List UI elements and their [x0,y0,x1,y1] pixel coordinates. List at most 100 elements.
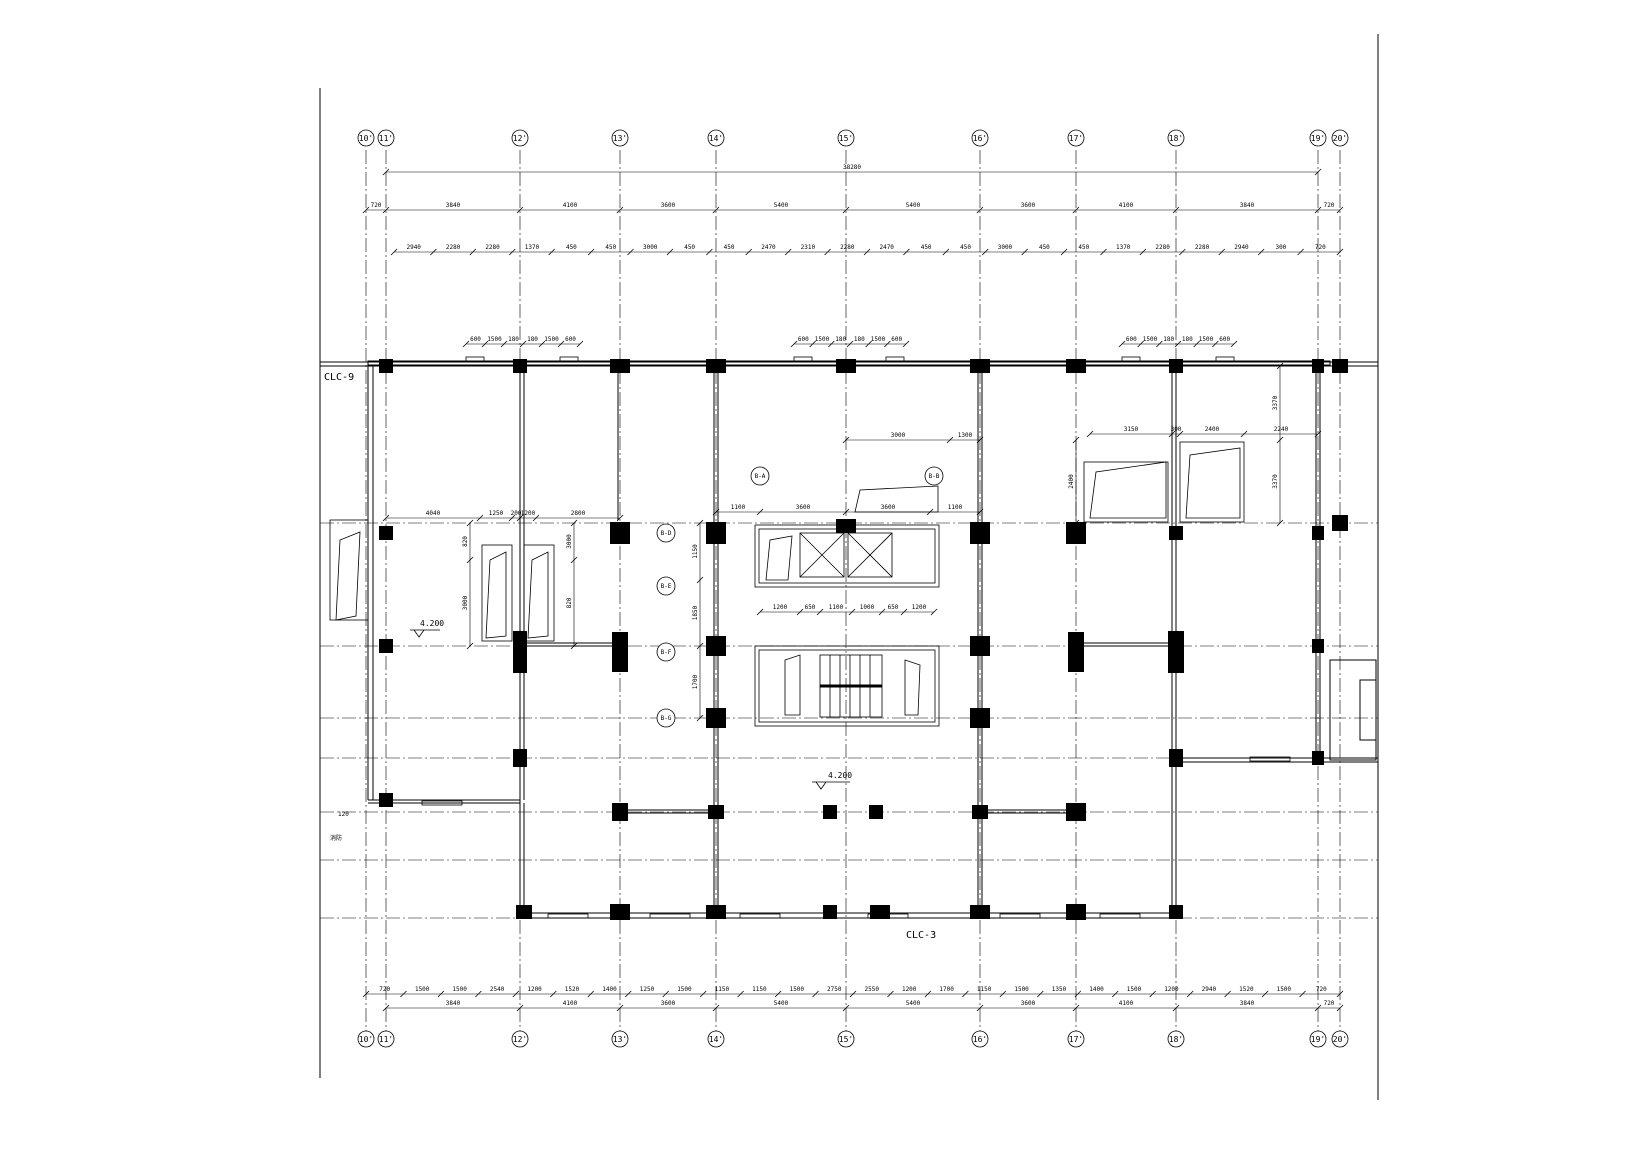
dimension-text: 1520 [1239,986,1254,993]
dimension-text: 2280 [485,244,500,251]
column [1312,359,1324,373]
dimension-text: 3600 [661,1000,676,1007]
column [513,631,527,673]
dimension-text: 650 [888,604,899,611]
axis-label: 15' [839,134,853,143]
dimension-text: 1200 [773,604,788,611]
column [1066,904,1086,920]
dimension-text: 450 [684,244,695,251]
dimension-text: 2470 [761,244,776,251]
core-grid-label: B-F [661,649,672,656]
dimension-text: 600 [470,336,481,343]
dimension-text: 3370 [1272,474,1279,489]
dimension-text: 3840 [1240,1000,1255,1007]
drawing-labels: CLC-9 CLC-3 4.200 4.200 120 消防 [324,372,936,941]
column [970,522,990,544]
column [1312,751,1324,765]
dimension-text: 1500 [1277,986,1292,993]
dimension-text: 450 [566,244,577,251]
core-grid-bubble: B-D [656,523,676,543]
dimension-text: 720 [1324,1000,1335,1007]
axis-bubble-top: 19' [1309,129,1327,147]
axis-bubble-bottom: 15' [837,1030,855,1048]
dimension-text: 1150 [752,986,767,993]
column [970,636,990,656]
dimension-text: 1700 [692,674,699,689]
dimension-text: 180 [1163,336,1174,343]
column [1332,359,1348,373]
exterior-walls [320,360,1378,919]
dimension-text: 2540 [490,986,505,993]
axis-label: 11' [379,1035,393,1044]
column [610,904,630,920]
column [612,632,628,672]
axis-label: 12' [513,134,527,143]
dimension-text: 1370 [525,244,540,251]
side-note: 消防 [330,834,342,842]
dimension-text: 1150 [715,986,730,993]
dimension-text: 3370 [1272,395,1279,410]
core-grid-bubble: B-G [656,708,676,728]
column [706,636,726,656]
axis-label: 10' [359,134,373,143]
dimension-text: 1500 [1143,336,1158,343]
column [1169,359,1183,373]
column [610,522,630,544]
dimension-text: 3600 [796,504,811,511]
dimension-text: 4100 [563,202,578,209]
dimension-text: 2940 [406,244,421,251]
axis-label: 17' [1069,1035,1083,1044]
core-grid-bubble: B-F [656,642,676,662]
axis-bubble-bottom: 19' [1309,1030,1327,1048]
axis-label: 12' [513,1035,527,1044]
dimension-text: 1000 [860,604,875,611]
core-grid-label: B-E [661,583,672,590]
dimension-text: 450 [605,244,616,251]
dimension-text: 600 [1126,336,1137,343]
dimension-text: 4040 [426,510,441,517]
dimension-text: 1370 [1116,244,1131,251]
dimension-text: 1150 [692,544,699,559]
axis-label: 19' [1311,134,1325,143]
dimension-text: 2940 [1234,244,1249,251]
dimension-text: 2280 [446,244,461,251]
axis-bubble-bottom: 17' [1067,1030,1085,1048]
axis-label: 14' [709,1035,723,1044]
dimension-text: 3840 [446,202,461,209]
dimension-text: 3600 [881,504,896,511]
axis-bubble-bottom: 16' [971,1030,989,1048]
room-fixtures [481,441,1245,642]
dimension-text: 4100 [1119,1000,1134,1007]
axis-bubble-bottom: 20' [1331,1030,1349,1048]
dimension-text: 4100 [1119,202,1134,209]
axis-label: 18' [1169,134,1183,143]
dimension-text: 180 [508,336,519,343]
dimension-text: 5400 [906,1000,921,1007]
axis-bubble-top: 17' [1067,129,1085,147]
dimension-text: 1350 [1052,986,1067,993]
column [1169,905,1183,919]
dimension-text: 3600 [1021,1000,1036,1007]
window-label-clc9: CLC-9 [324,372,354,383]
dimension-text: 650 [805,604,816,611]
core-grid-label: B-D [661,530,672,537]
dimension-text: 2470 [879,244,894,251]
dimension-text: 450 [1039,244,1050,251]
dimension-text: 1500 [1199,336,1214,343]
dimension-text: 3150 [1124,426,1139,433]
column [612,803,628,821]
dimension-text: 1520 [565,986,580,993]
dimension-text: 450 [1078,244,1089,251]
dimension-text: 5400 [906,202,921,209]
axis-bubble-bottom: 18' [1167,1030,1185,1048]
dimension-text: 450 [921,244,932,251]
dimension-text: 3840 [1240,202,1255,209]
dimension-text: 1300 [958,432,973,439]
sheet-border [319,34,1379,1100]
dimension-text: 2280 [1195,244,1210,251]
column [379,526,393,540]
axis-bubble-top: 13' [611,129,629,147]
dimension-text: 1200 [902,986,917,993]
